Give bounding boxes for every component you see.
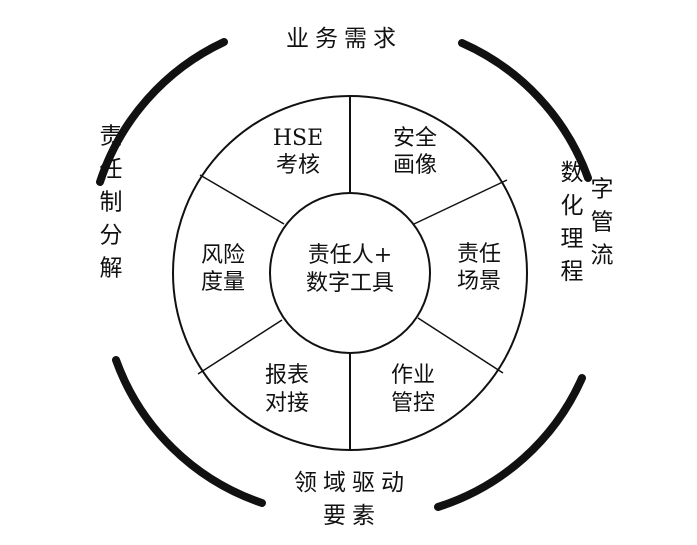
outer-label-right-col2: 字管流	[586, 177, 614, 276]
outer-label-bottom-line2: 要素	[323, 503, 381, 529]
segment-label-line1: 责任	[457, 242, 501, 267]
center-label-line1: 责任人+	[308, 243, 392, 268]
segment-label-line2: 对接	[265, 391, 309, 416]
segment-label-line1: 报表	[265, 363, 309, 388]
segment-hse-assessment: HSE 考核	[273, 126, 323, 178]
segment-responsibility-scenario: 责任 场景	[457, 242, 501, 294]
center-label-line2: 数字工具	[306, 271, 394, 296]
segment-label-line2: 考核	[276, 153, 320, 178]
divider-lower-right	[417, 317, 504, 374]
outer-label-left: 责任制分解	[95, 124, 123, 289]
segment-label-line1: 作业	[391, 363, 435, 388]
segment-report-integration: 报表 对接	[265, 363, 309, 416]
outer-arc-top-right	[458, 39, 592, 182]
segment-label-line1: 风险	[201, 243, 245, 268]
outer-label-bottom-line1: 领域驱动	[294, 470, 410, 496]
segment-label-line2: 画像	[393, 153, 437, 178]
segment-label-line1: 安全	[393, 126, 437, 151]
outer-label-top: 业务需求	[286, 26, 402, 52]
segment-safety-profile: 安全 画像	[393, 126, 437, 178]
outer-arc-bottom-left	[112, 356, 266, 507]
divider-lower-left	[197, 319, 283, 375]
outer-arc-top-left	[96, 38, 228, 186]
segment-label-line2: 度量	[201, 270, 245, 295]
segment-label-line2: 管控	[391, 391, 435, 416]
divider-upper-left	[199, 174, 285, 225]
segment-label-line1: HSE	[273, 126, 323, 151]
segment-operation-control: 作业 管控	[391, 363, 435, 416]
segment-risk-measurement: 风险 度量	[201, 243, 245, 295]
segment-label-line2: 场景	[457, 269, 501, 294]
outer-label-right-col1: 数化理程	[556, 160, 584, 292]
outer-arc-bottom-right	[434, 374, 586, 511]
divider-upper-right	[413, 179, 508, 225]
